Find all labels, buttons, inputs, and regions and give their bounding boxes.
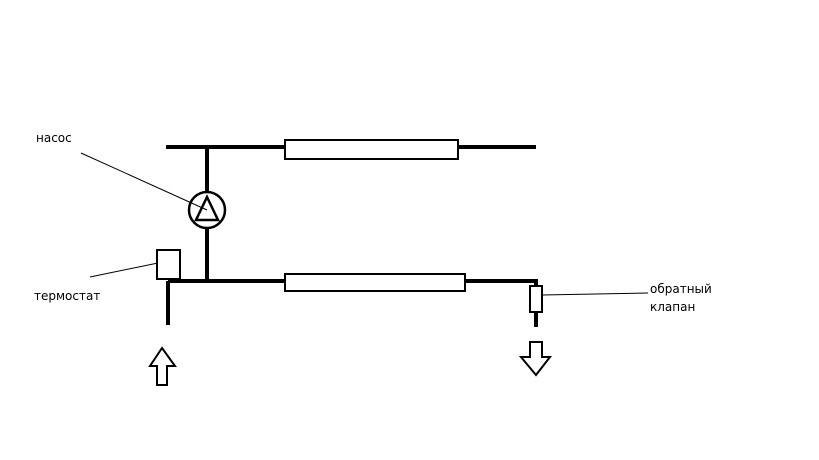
pump-label: насос bbox=[36, 131, 72, 145]
thermostat-leader-line bbox=[89, 262, 159, 278]
check-valve-label-line2: клапан bbox=[650, 300, 695, 314]
check-valve-box bbox=[529, 285, 543, 313]
outlet-arrow-down-icon bbox=[518, 341, 553, 377]
thermostat-box bbox=[156, 249, 181, 280]
inlet-arrow-up-icon bbox=[148, 346, 177, 386]
check-valve-leader-line bbox=[541, 292, 649, 296]
thermostat-label: термостат bbox=[34, 289, 100, 303]
pump-leader-line bbox=[80, 152, 208, 211]
top-radiator bbox=[284, 139, 459, 160]
bottom-radiator bbox=[284, 273, 466, 292]
check-valve-label-line1: обратный bbox=[650, 282, 712, 296]
